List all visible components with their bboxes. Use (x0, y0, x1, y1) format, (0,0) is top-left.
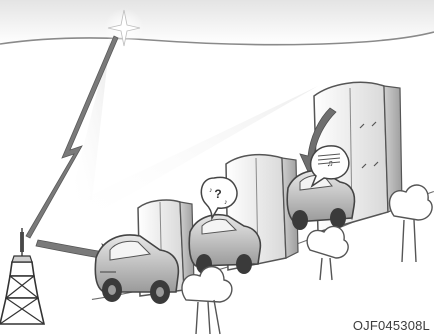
svg-text:♫: ♫ (327, 158, 334, 168)
satellite-icon (104, 8, 144, 48)
figure-code-label: OJF045308L (353, 318, 430, 333)
svg-text:?: ? (214, 187, 221, 201)
svg-text:♪: ♪ (209, 187, 213, 194)
svg-text:♪: ♪ (224, 199, 228, 206)
